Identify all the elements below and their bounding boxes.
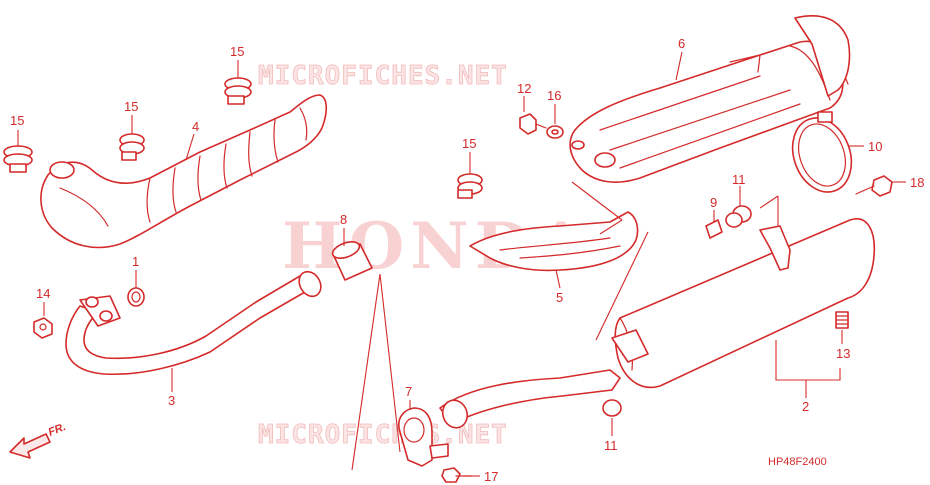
callout-18: 18: [910, 175, 924, 190]
part-15-clamp-right: [457, 173, 483, 199]
part-6-muffler-protector: [569, 15, 851, 183]
callout-labels: 15 15 15 4 15 6 12 16 10 18 9 11 8 1 14 …: [10, 36, 924, 484]
part-12-bolt: [519, 113, 547, 135]
part-13-plug: [835, 311, 849, 329]
callout-15-left: 15: [10, 113, 24, 128]
leader-lines: [17, 51, 906, 477]
part-9-collar: [705, 219, 723, 239]
callout-15-mid: 15: [124, 99, 138, 114]
callout-14: 14: [36, 286, 50, 301]
callout-11-top: 11: [732, 172, 746, 187]
callout-13: 13: [836, 346, 850, 361]
callout-2: 2: [802, 399, 809, 414]
part-10-band: [791, 111, 853, 193]
part-7-clamp: [398, 407, 449, 467]
front-direction-marker: FR.: [9, 421, 68, 459]
watermark-top: MICROFICHES.NET: [258, 61, 508, 91]
callout-15-top: 15: [230, 44, 244, 59]
part-5-heat-shield: [469, 211, 639, 272]
part-4-pipe-protector: [40, 94, 328, 249]
callout-4: 4: [192, 119, 199, 134]
callout-5: 5: [556, 290, 563, 305]
part-15-clamp-left: [3, 145, 33, 173]
watermark-bottom: MICROFICHES.NET: [258, 420, 508, 450]
callout-11-bottom: 11: [604, 438, 618, 453]
part-14-nut: [33, 317, 53, 339]
callout-6: 6: [678, 36, 685, 51]
callout-12: 12: [517, 81, 531, 96]
callout-1: 1: [132, 254, 139, 269]
part-15-clamp-top: [224, 77, 252, 105]
callout-8: 8: [340, 212, 347, 227]
front-label: FR.: [47, 421, 68, 439]
callout-10: 10: [868, 139, 882, 154]
callout-15-right: 15: [462, 136, 476, 151]
part-8-gasket: [331, 241, 373, 281]
diagram-code: HP48F2400: [768, 456, 827, 468]
part-3-exhaust-pipe: [65, 270, 322, 376]
part-17-bolt: [441, 467, 473, 483]
callout-7: 7: [405, 384, 412, 399]
callout-9: 9: [710, 195, 717, 210]
callout-3: 3: [168, 393, 175, 408]
callout-17: 17: [484, 469, 498, 484]
part-15-clamp-mid: [119, 133, 145, 161]
part-18-bolt: [855, 175, 893, 197]
part-2-muffler: [439, 218, 876, 429]
part-11-grommet-top: [725, 205, 752, 228]
part-16-washer: [546, 125, 564, 139]
part-1-gasket: [127, 287, 145, 307]
callout-16: 16: [547, 88, 561, 103]
